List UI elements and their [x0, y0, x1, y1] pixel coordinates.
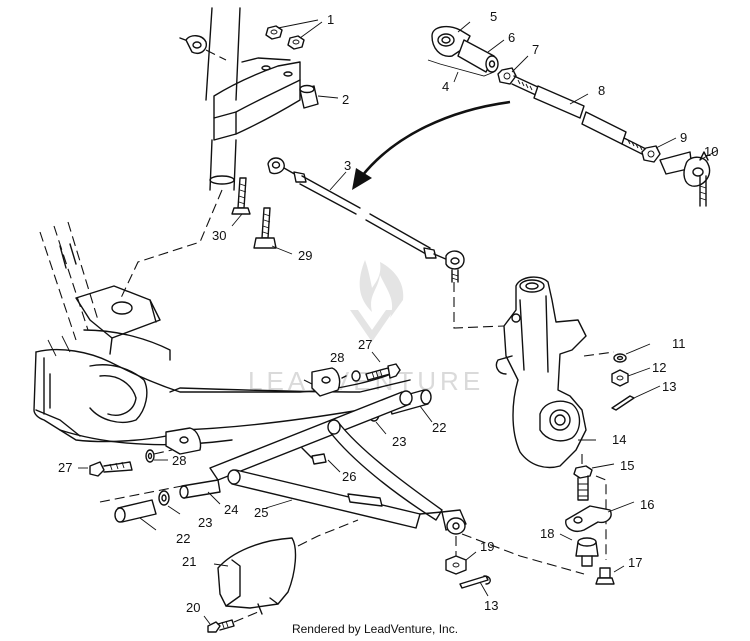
part-13-cotter-pin-upper	[611, 385, 661, 411]
callout-28-upper: 28	[330, 350, 344, 365]
callout-23-upper: 23	[392, 434, 406, 449]
part-24-pivot-tube	[179, 479, 221, 505]
callout-26: 26	[342, 469, 356, 484]
callout-3: 3	[344, 158, 351, 173]
callout-22-upper: 22	[432, 420, 446, 435]
assembly-line-lower-right	[461, 533, 585, 575]
assembly-line-1	[119, 189, 223, 301]
callout-20: 20	[186, 600, 200, 615]
callout-27-upper: 27	[358, 337, 372, 352]
assembly-line-steering-arm	[583, 351, 615, 357]
assembly-line-spindle	[453, 282, 505, 329]
part-28-lower-washer	[145, 449, 173, 463]
callout-13-upper: 13	[662, 379, 676, 394]
part-2-bushing	[299, 84, 339, 109]
callout-16: 16	[640, 497, 654, 512]
callout-18: 18	[540, 526, 554, 541]
footer-credit: Rendered by LeadVenture, Inc.	[291, 622, 459, 636]
callout-17: 17	[628, 555, 642, 570]
callout-8: 8	[598, 83, 605, 98]
callout-29: 29	[298, 248, 312, 263]
callout-2: 2	[342, 92, 349, 107]
callout-15: 15	[620, 458, 634, 473]
steering-post	[205, 7, 301, 191]
assembly-line-16	[595, 475, 607, 560]
callout-9: 9	[680, 130, 687, 145]
callout-10: 10	[704, 144, 718, 159]
callout-28-lower: 28	[172, 453, 186, 468]
part-17-bolt	[595, 565, 625, 585]
callout-6: 6	[508, 30, 515, 45]
part-16-plate	[565, 501, 635, 532]
part-11-washer	[613, 343, 651, 363]
part-29-bolt	[253, 207, 293, 255]
lower-frame-bracket	[165, 427, 202, 455]
callout-11: 11	[672, 336, 686, 351]
part-7-jam-nut	[497, 55, 529, 85]
part-30-bolt	[231, 177, 251, 227]
part-15-bolt	[573, 463, 615, 501]
part-19-castle-nut	[445, 536, 477, 575]
part-1-nuts	[265, 19, 323, 50]
part-4-bracket-line	[427, 59, 495, 83]
assembly-line-guard	[297, 519, 359, 547]
part-26-fitting	[301, 447, 341, 473]
callout-4: 4	[442, 79, 449, 94]
part-28-upper-bracket	[303, 367, 341, 397]
callout-13-lower: 13	[484, 598, 498, 613]
upper-left-rod-end	[179, 35, 227, 61]
part-9-jam-nut	[641, 137, 677, 163]
assembly-line-lower	[99, 485, 183, 503]
callout-12: 12	[652, 360, 666, 375]
callout-5: 5	[490, 9, 497, 24]
callouts: 1 2 3 4 5 6 7 8 9 10 11 12 13 14 15 16 1…	[58, 9, 718, 615]
callout-14: 14	[612, 432, 626, 447]
callout-21: 21	[182, 554, 196, 569]
part-22-lower-bushing	[114, 499, 157, 531]
chassis-frame	[33, 221, 421, 446]
part-10-rod-end	[659, 149, 719, 207]
part-14-spindle	[495, 276, 596, 469]
part-27-lower-bolt	[78, 461, 133, 477]
callout-1: 1	[327, 12, 334, 27]
callout-23-lower: 23	[198, 515, 212, 530]
part-27-upper-bolt	[341, 351, 401, 382]
part-25-a-arm	[209, 390, 467, 535]
part-12-castle-nut	[611, 367, 651, 387]
direction-arrow	[352, 100, 511, 190]
callout-24: 24	[224, 502, 238, 517]
callout-7: 7	[532, 42, 539, 57]
callout-30: 30	[212, 228, 226, 243]
part-18-ball-joint	[559, 533, 599, 567]
part-23-lower-washer	[158, 490, 181, 515]
part-13-cotter-pin-lower	[459, 575, 491, 597]
part-21-guard	[213, 537, 297, 615]
part-3-tie-rod	[267, 157, 465, 283]
callout-25: 25	[254, 505, 268, 520]
part-20-screw	[203, 611, 259, 633]
callout-22-lower: 22	[176, 531, 190, 546]
part-6-sleeve	[457, 39, 505, 73]
callout-27-lower: 27	[58, 460, 72, 475]
part-8-tube	[511, 75, 649, 157]
callout-19: 19	[480, 539, 494, 554]
